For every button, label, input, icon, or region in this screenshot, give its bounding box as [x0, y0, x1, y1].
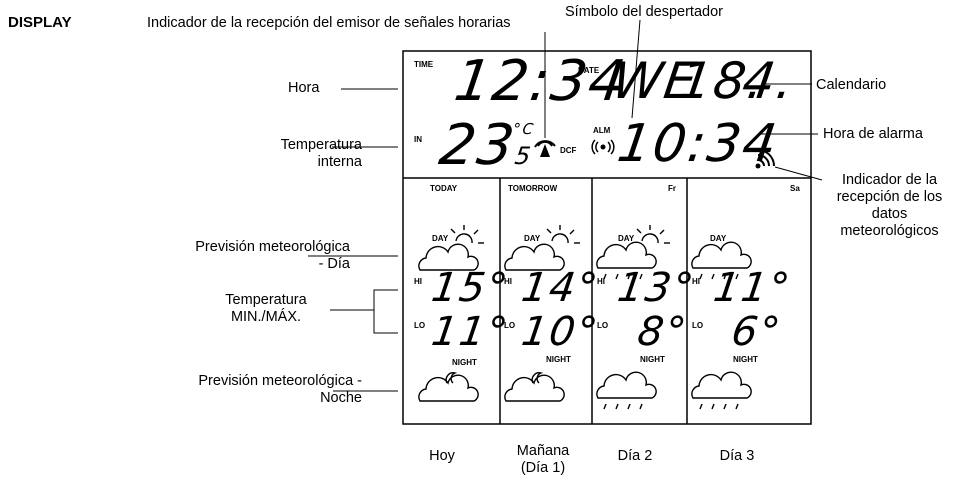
- label-alarm-symbol: Símbolo del despertador: [565, 4, 723, 20]
- label-forecast-night-line1: Previsión meteorológica -: [198, 373, 362, 389]
- label-forecast-night-line2: Noche: [320, 390, 362, 406]
- col-tomorrow-day-tag: DAY: [524, 234, 541, 243]
- col-today-lo-tag: LO: [414, 321, 426, 330]
- label-minmax-line1: Temperatura: [225, 292, 307, 308]
- col-today-day-tag: DAY: [432, 234, 449, 243]
- label-indoor-temp-line1: Temperatura: [280, 137, 362, 153]
- col-tomorrow-night-tag: NIGHT: [546, 355, 571, 364]
- fr-night-cloud-rain-icon: [596, 371, 657, 410]
- label-tomorrow-line2: (Día 1): [520, 460, 566, 476]
- col-fr-night-tag: NIGHT: [640, 355, 665, 364]
- col-sa-hi-tag: HI: [692, 277, 700, 286]
- fr-day-sun-cloud-rain-icon: [596, 225, 670, 280]
- col-fr-lo: 8°: [634, 309, 691, 355]
- col-tomorrow-lo: 10°: [518, 309, 603, 355]
- lcd-in-tag: IN: [414, 135, 422, 144]
- label-tomorrow-line1: Mañana: [516, 443, 570, 459]
- label-today: Hoy: [429, 448, 455, 464]
- today-night-moon-cloud-icon: [418, 372, 479, 402]
- tomorrow-night-moon-cloud-icon: [504, 372, 565, 402]
- col-sa-lo: 6°: [728, 309, 785, 355]
- col-sa-header: Sa: [790, 184, 800, 193]
- bracket-minmax: [373, 289, 398, 334]
- col-fr-lo-tag: LO: [597, 321, 609, 330]
- lcd-time-value: 12:34: [450, 49, 632, 114]
- col-today-lo: 11°: [428, 309, 513, 355]
- lcd-temp-unit: °C: [511, 120, 537, 138]
- lcd-alm-tag: ALM: [593, 126, 611, 135]
- col-tomorrow-hi-tag: HI: [504, 277, 512, 286]
- sa-day-cloud-rain-icon: [691, 241, 752, 280]
- page-heading: DISPLAY: [8, 14, 72, 31]
- col-today-header: TODAY: [430, 184, 458, 193]
- col-today-hi: 15°: [428, 265, 513, 311]
- dcf-antenna-icon: [534, 140, 556, 157]
- label-tomorrow: Mañana (Día 1): [498, 443, 588, 477]
- label-forecast-day: Previsión meteorológica - Día: [140, 239, 350, 273]
- col-tomorrow-hi: 14°: [518, 265, 603, 311]
- label-indoor-temp-line2: interna: [317, 154, 362, 170]
- col-tomorrow-lo-tag: LO: [504, 321, 516, 330]
- col-sa-night-tag: NIGHT: [733, 355, 758, 364]
- leader-weather-rx: [774, 166, 823, 181]
- col-sa-lo-tag: LO: [692, 321, 704, 330]
- label-forecast-day-line2: - Día: [318, 256, 350, 272]
- col-today-night-tag: NIGHT: [452, 358, 477, 367]
- col-sa-hi: 11°: [710, 265, 795, 311]
- lcd-alarm-time: 10:34: [613, 114, 783, 174]
- label-calendar: Calendario: [816, 77, 887, 93]
- col-fr-hi: 13°: [614, 265, 699, 311]
- label-weather-rx-line4: meteorológicos: [840, 223, 939, 239]
- today-day-sun-cloud-icon: [418, 225, 484, 271]
- label-alarm-time: Hora de alarma: [823, 126, 923, 142]
- alarm-bell-icon: [591, 139, 615, 155]
- label-time: Hora: [288, 80, 320, 96]
- col-today-hi-tag: HI: [414, 277, 422, 286]
- col-tomorrow-header: TOMORROW: [508, 184, 558, 193]
- lcd-dcf-tag: DCF: [560, 146, 577, 155]
- label-day3: Día 3: [719, 448, 755, 464]
- label-weather-rx-line2: recepción de los: [836, 189, 943, 205]
- label-weather-reception: Indicador de la recepción de los datos m…: [822, 172, 957, 240]
- sa-night-cloud-rain-icon: [691, 371, 752, 410]
- tomorrow-day-sun-cloud-icon: [504, 225, 580, 271]
- lcd-month: 4.: [738, 52, 799, 110]
- weather-reception-icon: [755, 149, 775, 169]
- label-dcf-indicator: Indicador de la recepción del emisor de …: [147, 15, 511, 31]
- label-weather-rx-line1: Indicador de la: [841, 172, 938, 188]
- label-weather-rx-line3: datos: [871, 206, 908, 222]
- label-minmax-temp: Temperatura MIN./MÁX.: [200, 292, 332, 326]
- col-fr-header: Fr: [668, 184, 676, 193]
- lcd-date-tag: DATE: [578, 66, 600, 75]
- lcd-frame: [402, 50, 812, 425]
- label-minmax-line2: MIN./MÁX.: [230, 309, 302, 325]
- col-sa-day-tag: DAY: [710, 234, 727, 243]
- lcd-temp-int: 23: [435, 113, 520, 178]
- lcd-temp-dec: 5: [513, 142, 535, 170]
- label-forecast-night: Previsión meteorológica - Noche: [135, 373, 362, 407]
- label-forecast-day-line1: Previsión meteorológica: [195, 239, 350, 255]
- label-indoor-temp: Temperatura interna: [240, 137, 362, 171]
- col-fr-hi-tag: HI: [597, 277, 605, 286]
- lcd-time-tag: TIME: [414, 60, 434, 69]
- label-day2: Día 2: [617, 448, 653, 464]
- leader-alarm-symbol: [631, 19, 641, 119]
- col-fr-day-tag: DAY: [618, 234, 635, 243]
